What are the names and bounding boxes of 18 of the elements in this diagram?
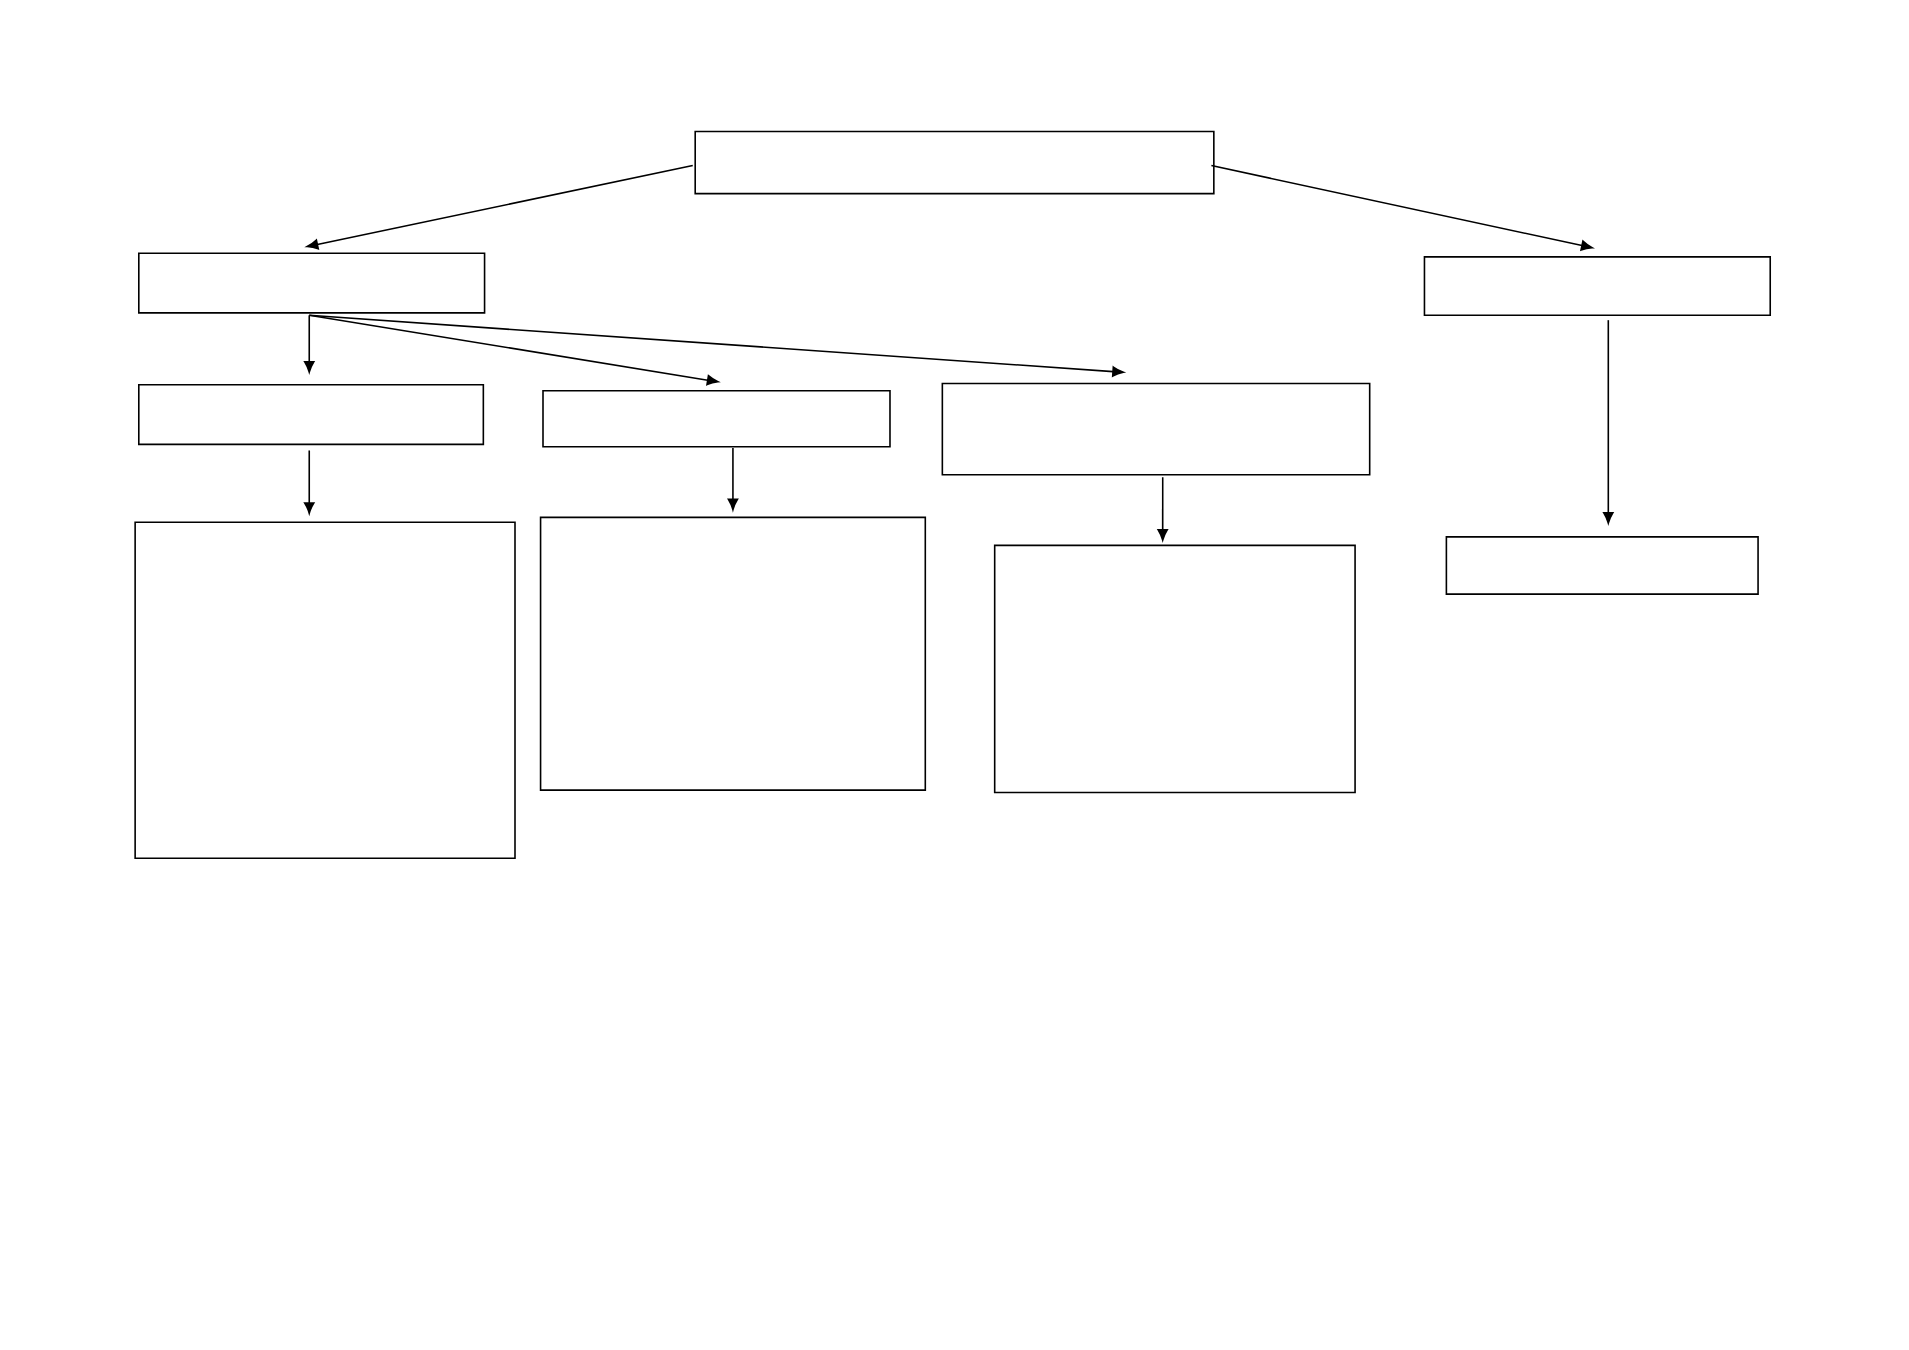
process-box xyxy=(138,252,486,314)
process-box xyxy=(1423,256,1771,317)
process-box xyxy=(134,521,516,860)
arrow xyxy=(303,449,315,515)
arrow xyxy=(1603,319,1614,524)
process-box xyxy=(539,516,927,791)
process-box xyxy=(993,544,1356,794)
arrow xyxy=(727,447,739,511)
arrow xyxy=(303,314,315,373)
process-box xyxy=(542,390,891,448)
arrow xyxy=(306,164,694,250)
process-box xyxy=(1445,536,1759,595)
process-box xyxy=(941,382,1371,476)
process-box xyxy=(138,383,485,446)
arrow xyxy=(1157,476,1168,541)
arrow xyxy=(308,314,1125,377)
process-box xyxy=(694,130,1215,195)
arrow xyxy=(1210,164,1593,251)
